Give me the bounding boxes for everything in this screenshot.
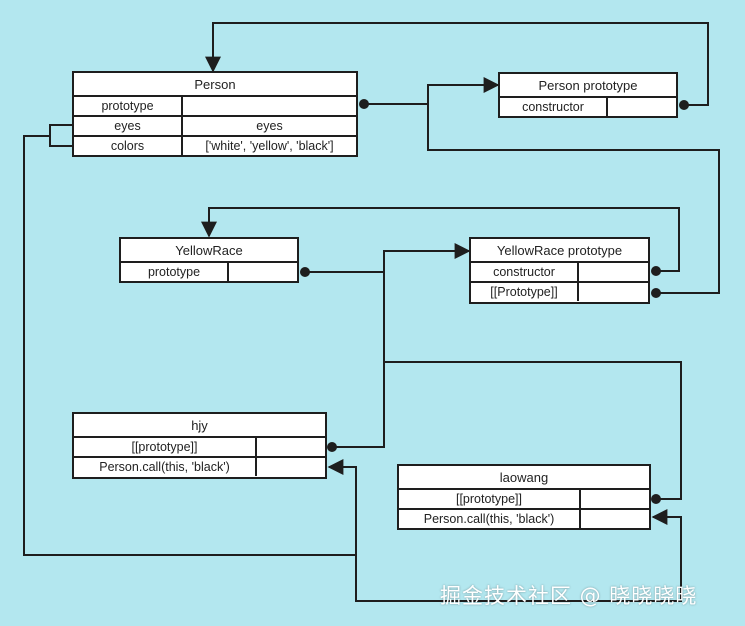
- laowang-row-prototype: [[prototype]]: [399, 490, 649, 510]
- person-prototype-row-constructor: constructor: [500, 98, 676, 116]
- yellowrace-prototype-row-constructor: constructor: [471, 263, 648, 283]
- edge-yellowrace-proto-chain: [427, 104, 720, 294]
- person-row-value: [183, 97, 356, 115]
- watermark: 掘金技术社区 @ 晓晓晓晓: [440, 584, 698, 608]
- person-prototype-row-value: [608, 98, 676, 116]
- yellowrace-prototype-row-value: [579, 283, 648, 301]
- yellowrace-prototype-row-key: constructor: [471, 263, 579, 281]
- dot-laowang-prototype: [651, 494, 661, 504]
- yellowrace-prototype-row-value: [579, 263, 648, 281]
- yellowrace-title: YellowRace: [121, 239, 297, 263]
- person-prototype-title: Person prototype: [500, 74, 676, 98]
- hjy-row-value: [257, 458, 325, 476]
- person-row-eyes: eyes eyes: [74, 117, 356, 137]
- person-prototype-box: Person prototype constructor: [498, 72, 678, 118]
- hjy-title: hjy: [74, 414, 325, 438]
- dot-person-constructor: [679, 100, 689, 110]
- yellowrace-prototype-box: YellowRace prototype constructor [[Proto…: [469, 237, 650, 304]
- hjy-row-key: Person.call(this, 'black'): [74, 458, 257, 476]
- laowang-row-key: Person.call(this, 'black'): [399, 510, 581, 528]
- person-box: Person prototype eyes eyes colors ['whit…: [72, 71, 358, 157]
- edge-person-constructor: [205, 22, 709, 106]
- hjy-row-prototype: [[prototype]]: [74, 438, 325, 458]
- dot-yellowrace-prototype: [300, 267, 310, 277]
- dot-person-prototype: [359, 99, 369, 109]
- edge-yellowrace-prototype: [305, 243, 471, 273]
- dot-yellowrace-constructor: [651, 266, 661, 276]
- person-prototype-row-key: constructor: [500, 98, 608, 116]
- dot-yellowrace-proto-chain: [651, 288, 661, 298]
- person-row-colors: colors ['white', 'yellow', 'black']: [74, 137, 356, 155]
- edge-laowang-prototype: [384, 361, 682, 500]
- laowang-row-value: [581, 490, 649, 508]
- person-row-key: colors: [74, 137, 183, 155]
- person-title: Person: [74, 73, 356, 97]
- edge-yellowrace-constructor: [201, 207, 680, 272]
- hjy-row-call: Person.call(this, 'black'): [74, 458, 325, 476]
- yellowrace-row-prototype: prototype: [121, 263, 297, 281]
- person-row-key: prototype: [74, 97, 183, 115]
- yellowrace-row-value: [229, 263, 297, 281]
- person-row-value: ['white', 'yellow', 'black']: [205, 139, 334, 153]
- yellowrace-prototype-row-proto: [[Prototype]]: [471, 283, 648, 301]
- yellowrace-prototype-row-key: [[Prototype]]: [471, 283, 579, 301]
- hjy-box: hjy [[prototype]] Person.call(this, 'bla…: [72, 412, 327, 479]
- person-row-key: eyes: [74, 117, 183, 135]
- hjy-row-key: [[prototype]]: [74, 438, 257, 456]
- laowang-row-key: [[prototype]]: [399, 490, 581, 508]
- dot-hjy-prototype: [327, 442, 337, 452]
- edge-hjy-prototype: [332, 272, 385, 448]
- edge-person-prototype: [364, 77, 500, 105]
- person-row-value: eyes: [256, 119, 283, 133]
- person-row-prototype: prototype: [74, 97, 356, 117]
- laowang-title: laowang: [399, 466, 649, 490]
- edge-person-call-hjy: [23, 124, 357, 556]
- hjy-row-value: [257, 438, 325, 456]
- laowang-row-value: [581, 510, 649, 528]
- yellowrace-prototype-title: YellowRace prototype: [471, 239, 648, 263]
- laowang-row-call: Person.call(this, 'black'): [399, 510, 649, 528]
- laowang-box: laowang [[prototype]] Person.call(this, …: [397, 464, 651, 530]
- yellowrace-row-key: prototype: [121, 263, 229, 281]
- edge-person-call-laowang: [355, 509, 682, 602]
- yellowrace-box: YellowRace prototype: [119, 237, 299, 283]
